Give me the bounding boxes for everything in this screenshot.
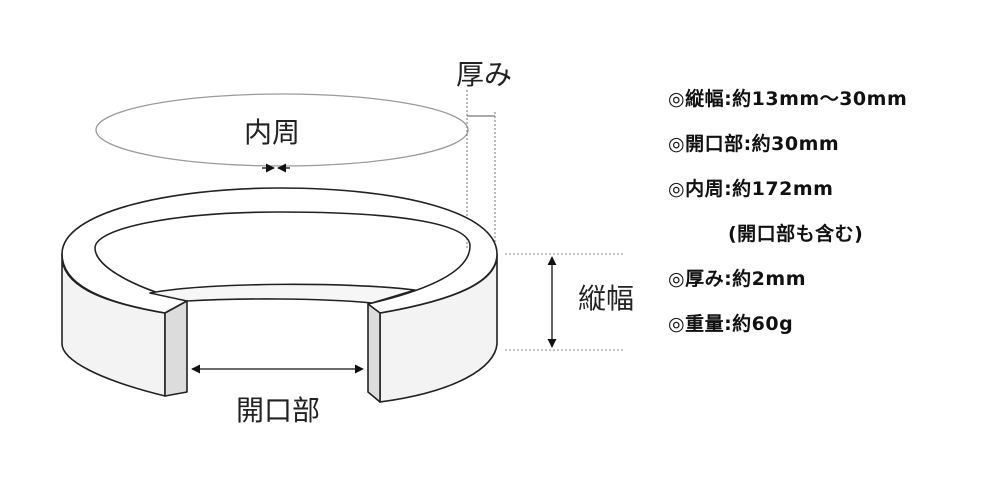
- bangle-shape: [61, 187, 498, 403]
- spec-weight: ◎重量:約60g: [668, 313, 794, 335]
- inner-circumference-label: 内周: [244, 116, 300, 149]
- spec-width: ◎縦幅:約13mm〜30mm: [668, 88, 908, 110]
- spec-inner-circumference-note: (開口部も含む): [728, 223, 864, 245]
- spec-inner-circumference: ◎内周:約172mm: [668, 178, 834, 200]
- spec-opening: ◎開口部:約30mm: [668, 133, 840, 155]
- width-dimension: [505, 253, 625, 351]
- width-label: 縦幅: [578, 282, 634, 315]
- opening-label: 開口部: [236, 394, 320, 427]
- spec-thickness: ◎厚み:約2mm: [668, 268, 806, 290]
- thickness-label: 厚み: [456, 58, 512, 91]
- spec-list: ◎縦幅:約13mm〜30mm ◎開口部:約30mm ◎内周:約172mm (開口…: [668, 84, 988, 354]
